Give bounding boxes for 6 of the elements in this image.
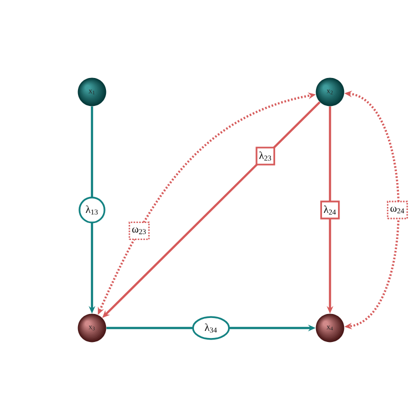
edge-label: λ$_{34}$ [192,316,230,340]
edge-label: ω$_{23}$ [128,222,150,240]
edge-label: λ$_{13}$ [78,196,106,224]
edge-label: λ$_{23}$ [256,146,276,166]
edge-label: ω$_{24}$ [386,200,408,220]
edge-label: λ$_{24}$ [320,200,340,220]
